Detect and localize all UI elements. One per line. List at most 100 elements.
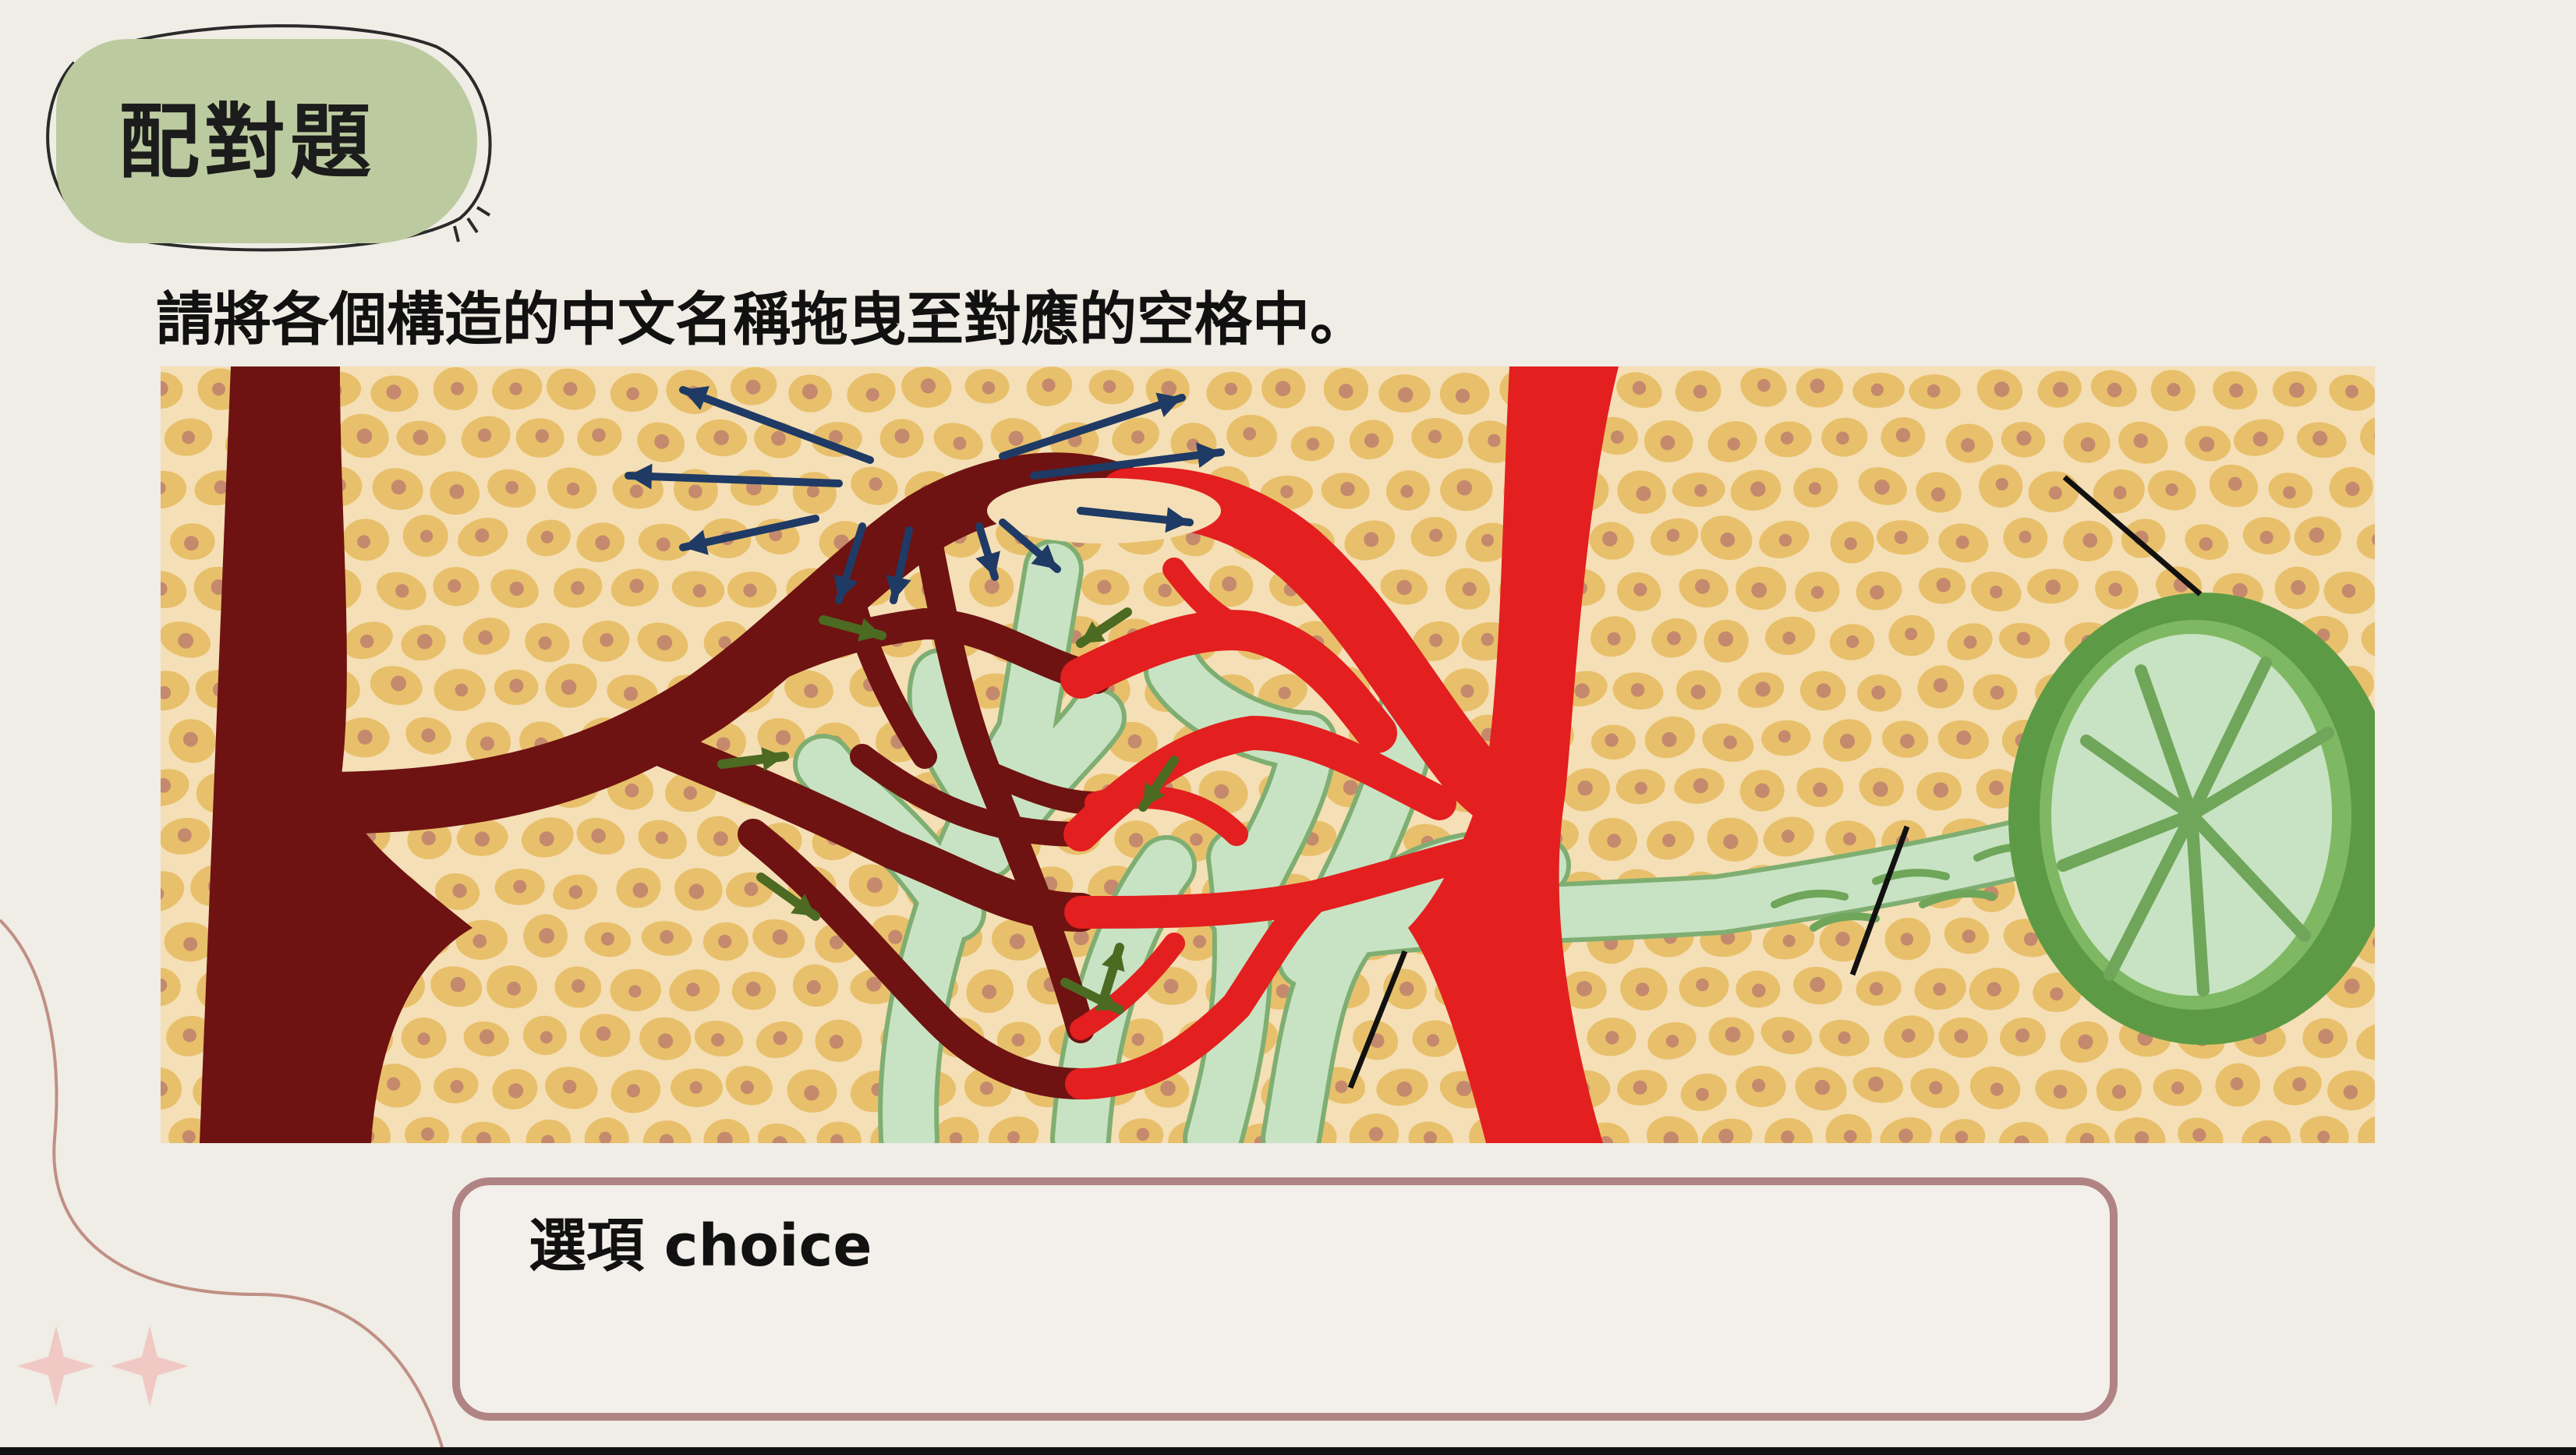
cell-nucleus — [2289, 382, 2305, 398]
cell-nucleus — [1838, 1031, 1851, 1044]
choice-drop-area[interactable]: 選項 choice — [452, 1177, 2118, 1421]
cell-nucleus — [1428, 430, 1442, 444]
cell-nucleus — [1429, 528, 1443, 543]
cell-nucleus — [949, 1131, 963, 1143]
cell-nucleus — [1870, 383, 1884, 396]
cell-nucleus — [2232, 582, 2248, 599]
cell-nucleus — [1814, 1079, 1831, 1096]
cell-nucleus — [1214, 784, 1230, 799]
cell-nucleus — [391, 480, 406, 495]
cell-nucleus — [1900, 933, 1914, 946]
tissue-cell — [161, 871, 185, 912]
cell-nucleus — [689, 1081, 702, 1094]
cell-nucleus — [2023, 932, 2038, 947]
cell-nucleus — [1131, 1032, 1145, 1046]
cell-nucleus — [474, 831, 490, 847]
cell-nucleus — [1894, 530, 1908, 544]
cell-nucleus — [829, 430, 843, 444]
cell-nucleus — [2312, 430, 2328, 446]
cell-nucleus — [161, 582, 168, 597]
cell-nucleus — [982, 984, 997, 1000]
cell-nucleus — [596, 1026, 611, 1041]
cell-nucleus — [1694, 483, 1707, 497]
cell-nucleus — [806, 485, 819, 498]
cell-nucleus — [2133, 434, 2149, 448]
cell-nucleus — [1955, 1131, 1969, 1143]
cell-nucleus — [1136, 1128, 1150, 1142]
cell-nucleus — [1844, 537, 1857, 550]
cell-nucleus — [448, 579, 462, 593]
cell-nucleus — [632, 882, 649, 898]
cell-nucleus — [1661, 731, 1677, 748]
cell-nucleus — [2165, 483, 2178, 497]
cell-nucleus — [1633, 582, 1647, 597]
cell-nucleus — [1577, 781, 1593, 796]
tissue-cell — [161, 1067, 182, 1110]
cell-nucleus — [599, 1131, 612, 1143]
tissue-cell — [2360, 416, 2375, 457]
cell-nucleus — [1780, 431, 1794, 445]
cell-nucleus — [1663, 1131, 1679, 1143]
cell-nucleus — [744, 882, 759, 897]
cell-nucleus — [2199, 436, 2215, 452]
cell-nucleus — [1224, 382, 1238, 396]
cell-nucleus — [450, 977, 466, 993]
cell-nucleus — [1605, 733, 1619, 747]
cell-nucleus — [161, 1081, 168, 1096]
cell-nucleus — [541, 1135, 555, 1143]
cell-nucleus — [2016, 430, 2032, 446]
cell-nucleus — [1400, 484, 1414, 498]
cell-nucleus — [412, 429, 429, 445]
cell-nucleus — [455, 683, 469, 697]
cell-nucleus — [1632, 381, 1647, 395]
cell-nucleus — [161, 481, 166, 495]
cell-nucleus — [2053, 381, 2068, 398]
cell-nucleus — [1605, 1031, 1619, 1045]
arrow-head — [1081, 621, 1106, 643]
cell-nucleus — [830, 1134, 844, 1143]
cell-nucleus — [982, 381, 996, 395]
arrow-head — [683, 386, 709, 410]
cell-nucleus — [1633, 1080, 1647, 1095]
cell-nucleus — [1396, 1082, 1413, 1097]
cell-nucleus — [1364, 532, 1379, 547]
tissue-cell — [2361, 621, 2375, 659]
cell-nucleus — [1757, 378, 1771, 392]
cell-nucleus — [391, 675, 407, 692]
cell-nucleus — [1752, 983, 1766, 998]
cell-nucleus — [629, 579, 644, 593]
cell-nucleus — [865, 388, 879, 402]
cell-nucleus — [2318, 1028, 2334, 1044]
cell-nucleus — [2372, 533, 2375, 546]
cell-nucleus — [2229, 383, 2244, 398]
cell-nucleus — [2015, 1028, 2030, 1043]
cell-nucleus — [1158, 583, 1172, 598]
arrow-shaft — [1030, 448, 1225, 480]
cell-nucleus — [1456, 480, 1473, 496]
cell-nucleus — [2053, 1085, 2068, 1099]
cell-nucleus — [177, 828, 192, 843]
cell-nucleus — [539, 831, 554, 847]
cell-nucleus — [1871, 685, 1886, 700]
cell-nucleus — [1723, 834, 1739, 850]
cell-nucleus — [1007, 1131, 1020, 1143]
cell-nucleus — [655, 831, 668, 844]
cell-nucleus — [770, 430, 786, 446]
cell-nucleus — [745, 981, 761, 997]
bottom-frame-edge — [0, 1447, 2576, 1455]
cell-nucleus — [509, 678, 524, 693]
cell-nucleus — [1778, 533, 1792, 547]
cell-nucleus — [183, 936, 198, 951]
cell-nucleus — [1488, 434, 1501, 448]
cell-nucleus — [1962, 929, 1976, 943]
cell-nucleus — [1011, 1033, 1025, 1047]
cell-nucleus — [505, 480, 519, 494]
arrow-head — [628, 463, 653, 490]
cell-nucleus — [1665, 1034, 1679, 1048]
cell-nucleus — [1933, 982, 1947, 996]
cell-nucleus — [595, 535, 610, 550]
cell-nucleus — [1990, 685, 2005, 700]
cell-nucleus — [623, 686, 639, 701]
cell-nucleus — [475, 528, 490, 543]
cell-nucleus — [568, 885, 583, 899]
